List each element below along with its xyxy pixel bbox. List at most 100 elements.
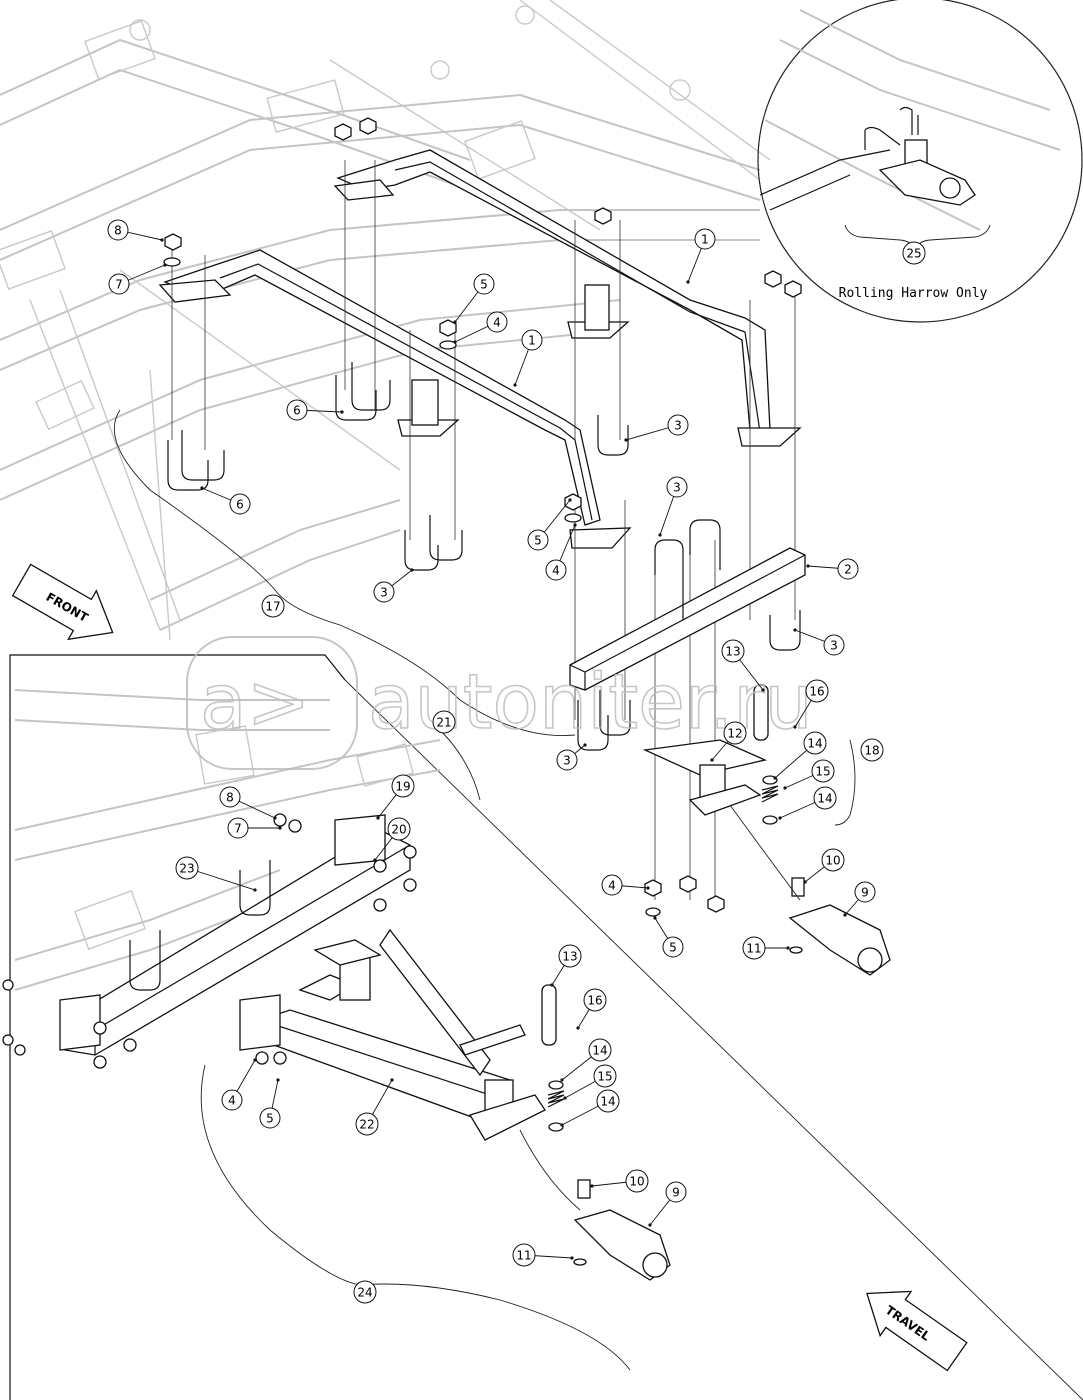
- callout-number: 3: [673, 481, 681, 495]
- callout-4: 4: [453, 311, 508, 344]
- callout-9: 9: [648, 1181, 687, 1227]
- callout-leader-tip: [773, 776, 777, 780]
- callout-number: 16: [809, 685, 824, 699]
- crossbar-tube: [569, 547, 806, 691]
- callout-bubble: [583, 988, 607, 1012]
- callout-bubble: [432, 710, 456, 734]
- callout-number: 24: [357, 1286, 372, 1300]
- callout-11: 11: [742, 936, 790, 960]
- front-arrow: FRONT: [11, 563, 114, 641]
- callout-leader-tip: [560, 1123, 564, 1127]
- callout-number: 5: [669, 941, 677, 955]
- callout-bubble: [556, 749, 578, 771]
- callout-14: 14: [778, 786, 837, 820]
- callout-22: 22: [355, 1078, 394, 1136]
- callout-leader-tip: [583, 743, 587, 747]
- callout-leader-tip: [786, 946, 790, 950]
- callout-leader-tip: [340, 410, 344, 414]
- callout-leader-tip: [550, 983, 554, 987]
- callout-number: 8: [226, 791, 234, 805]
- callout-number: 10: [629, 1175, 644, 1189]
- callout-leader-tip: [648, 1223, 652, 1227]
- callout-number: 3: [674, 419, 682, 433]
- detail-circle: Rolling Harrow Only: [757, 0, 1083, 323]
- callout-bubble: [601, 874, 623, 896]
- callout-number: 14: [592, 1044, 607, 1058]
- callout-leader-tip: [273, 816, 277, 820]
- callout-leader-tip: [761, 688, 765, 692]
- callout-bubble: [373, 581, 395, 603]
- callout-number: 23: [179, 862, 194, 876]
- callout-leader-tip: [803, 880, 807, 884]
- callout-5: 5: [453, 273, 495, 324]
- detail-caption: Rolling Harrow Only: [839, 286, 988, 301]
- callout-bubble: [521, 329, 543, 351]
- callout-3: 3: [658, 476, 688, 537]
- callout-6: 6: [200, 486, 251, 515]
- callout-12: 12: [710, 721, 747, 762]
- callout-leader-tip: [200, 486, 204, 490]
- callout-bubble: [666, 476, 688, 498]
- callout-number: 5: [534, 534, 542, 548]
- machine-frame-ghost: [0, 0, 771, 641]
- callout-leader-tip: [576, 1026, 580, 1030]
- callout-number: 6: [293, 404, 301, 418]
- callout-number: 11: [746, 942, 761, 956]
- callout-bubble: [286, 399, 308, 421]
- callout-leader-tip: [710, 758, 714, 762]
- callout-leader-tip: [573, 523, 577, 527]
- callout-number: 13: [562, 950, 577, 964]
- callout-bubble: [721, 639, 745, 663]
- callout-leader-tip: [590, 1184, 594, 1188]
- callout-14: 14: [560, 1089, 620, 1127]
- callout-number: 16: [587, 994, 602, 1008]
- callout-number: 2: [844, 563, 852, 577]
- callout-number: 6: [236, 498, 244, 512]
- callout-17: 17: [261, 594, 285, 618]
- callout-leader-tip: [373, 858, 377, 862]
- callout-4: 4: [221, 1058, 257, 1111]
- callout-bubble: [486, 311, 508, 333]
- callout-number: 14: [817, 792, 832, 806]
- callout-bubble: [261, 594, 285, 618]
- callout-23: 23: [175, 856, 257, 892]
- callout-14: 14: [773, 731, 827, 780]
- callout-number: 7: [234, 822, 242, 836]
- callout-leader-tip: [793, 628, 797, 632]
- callout-leader-tip: [253, 888, 257, 892]
- callout-number: 19: [395, 780, 410, 794]
- callout-bubble: [545, 559, 567, 581]
- callout-bubble: [805, 679, 829, 703]
- callout-leader-tip: [453, 340, 457, 344]
- callout-leader-tip: [560, 1078, 564, 1082]
- callout-bubble: [229, 493, 251, 515]
- callout-bubble: [694, 228, 716, 250]
- callout-3: 3: [793, 628, 845, 656]
- callout-number: 8: [114, 224, 122, 238]
- callout-21: 21: [432, 710, 456, 734]
- callout-number: 9: [861, 886, 869, 900]
- callout-leader-tip: [686, 280, 690, 284]
- callout-3: 3: [373, 568, 414, 603]
- callout-bubble: [860, 738, 884, 762]
- callout-leader-tip: [806, 564, 810, 568]
- callout-18: 18: [860, 738, 884, 762]
- callout-3: 3: [624, 414, 689, 442]
- callout-bubble: [259, 1107, 281, 1129]
- callout-bubble: [625, 1169, 649, 1193]
- callout-bubble: [837, 558, 859, 580]
- callout-6: 6: [286, 399, 344, 421]
- group-leaders: [113, 409, 856, 826]
- callout-2: 2: [806, 558, 859, 580]
- callout-leader-tip: [570, 1256, 574, 1260]
- callout-number: 22: [359, 1118, 374, 1132]
- callout-leader-tip: [658, 533, 662, 537]
- foot-bracket-upper: [729, 804, 891, 976]
- callout-leader-tip: [513, 383, 517, 387]
- callout-leader-tip: [653, 916, 657, 920]
- u-bolts: [167, 362, 801, 751]
- callout-number: 17: [265, 600, 280, 614]
- callout-bubble: [596, 1089, 620, 1113]
- watermark-logo: a>: [200, 657, 310, 746]
